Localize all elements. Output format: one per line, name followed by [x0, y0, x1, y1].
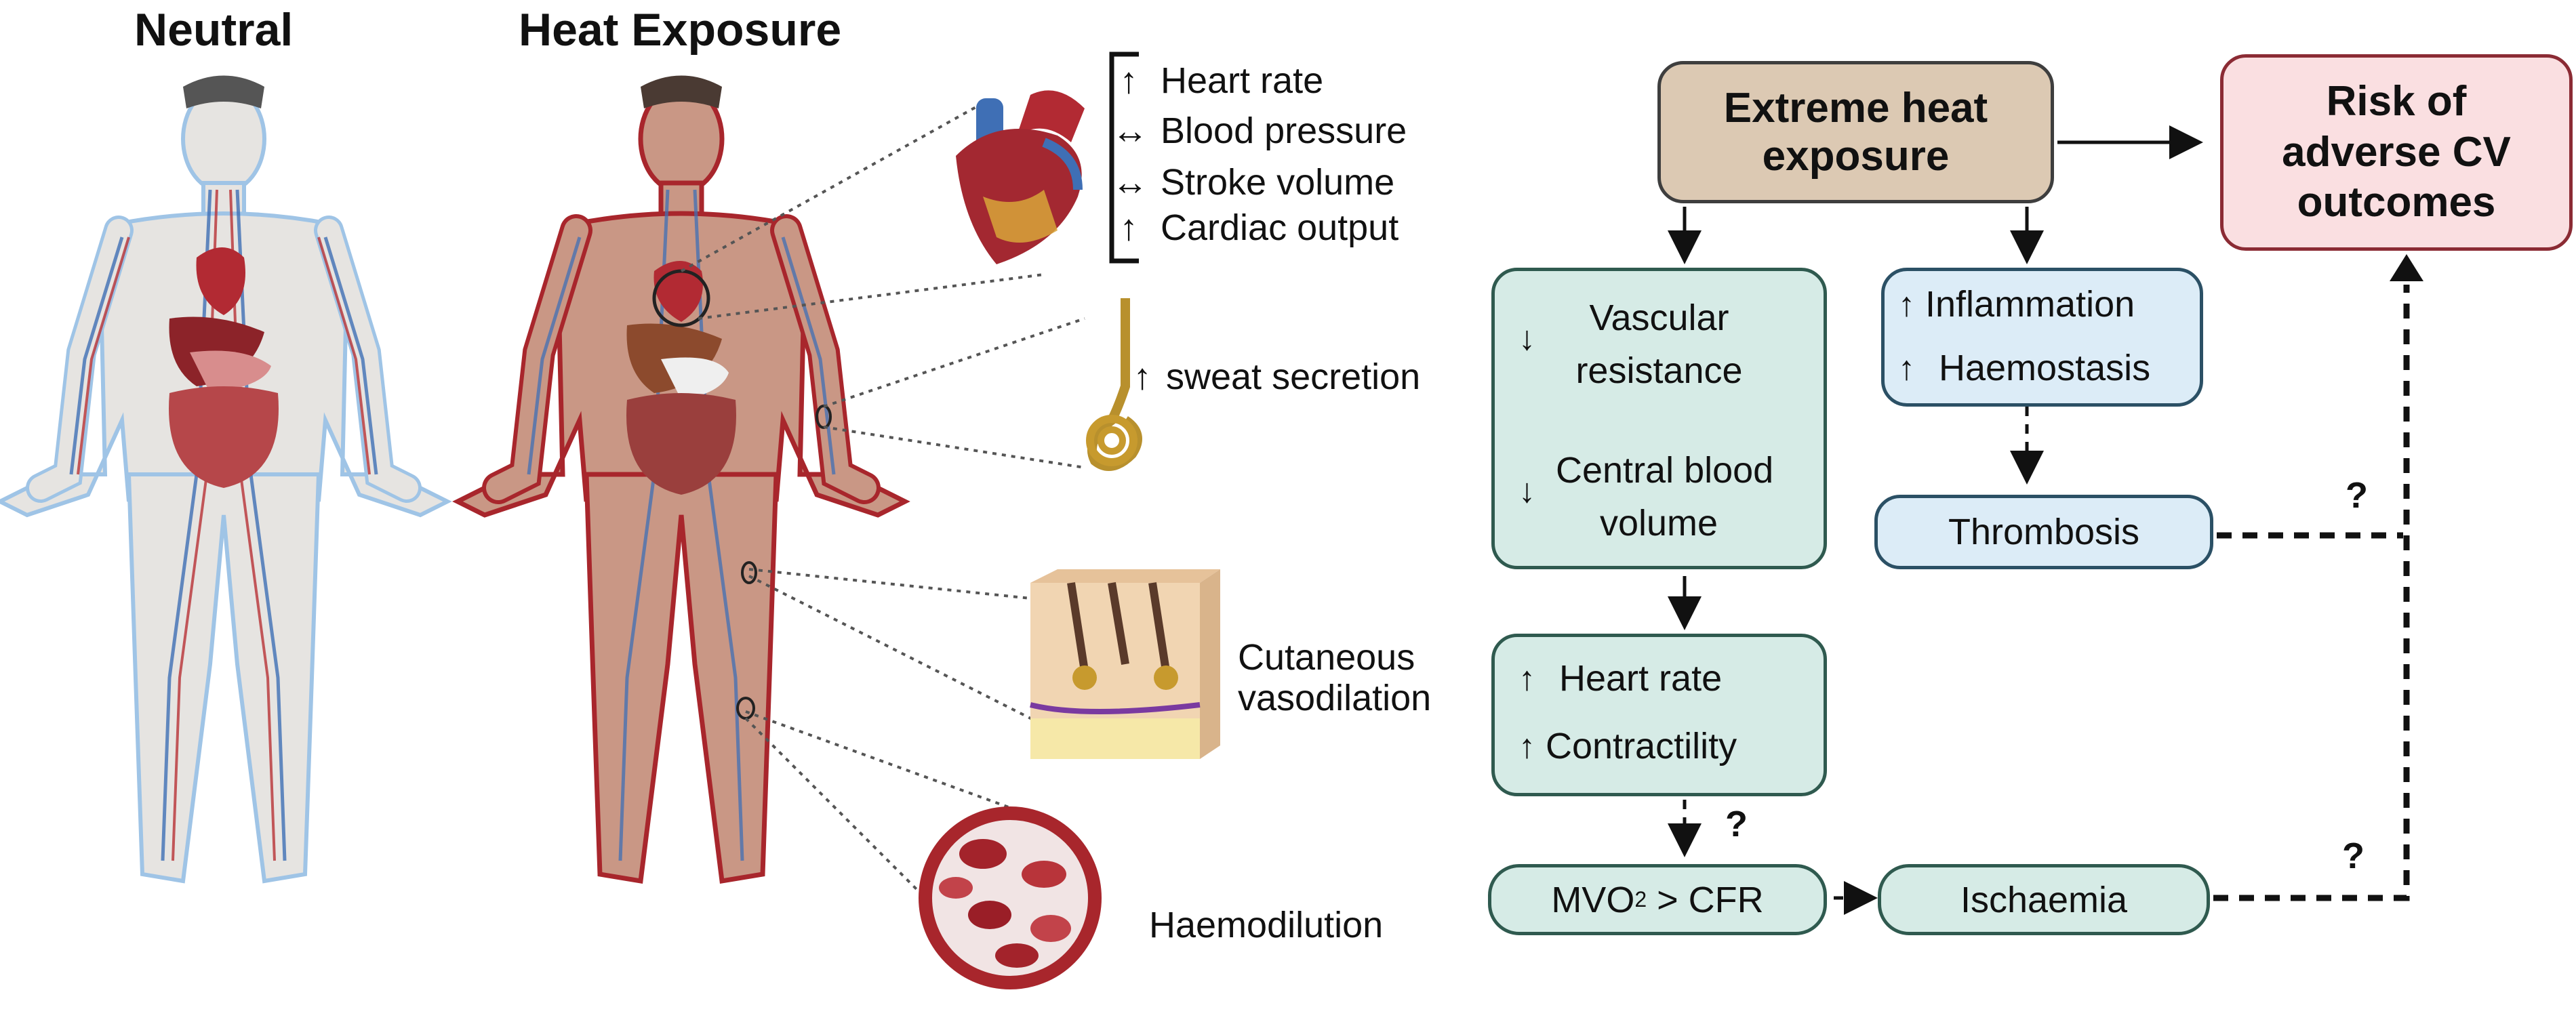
- vascular-box: ↓ Vascular resistance ↓ Central blood vo…: [1491, 268, 1827, 569]
- skin-illustration: [1030, 569, 1220, 759]
- heart-effect-label: Stroke volume: [1161, 162, 1395, 203]
- up-arrow-icon: ↑: [1518, 727, 1535, 765]
- heart-effect-row: ↑ Cardiac output: [1112, 207, 1399, 249]
- risk-cv-box: Risk of adverse CV outcomes: [2220, 54, 2573, 251]
- heart-bracket: [1109, 52, 1139, 264]
- callout-lines: [681, 104, 1085, 937]
- question-mark: ?: [2342, 836, 2364, 876]
- down-arrow-icon: ↓: [1518, 472, 1535, 510]
- cutaneous-label: Cutaneous vasodilation: [1238, 637, 1432, 719]
- heat-body-figure: [452, 75, 910, 884]
- down-arrow-icon: ↓: [1518, 319, 1535, 357]
- double-arrow-icon: ↔: [1112, 162, 1148, 203]
- up-arrow-icon: ↑: [1898, 349, 1915, 387]
- heart-effect-label: Blood pressure: [1161, 110, 1407, 151]
- sweat-gland-illustration: [1086, 298, 1142, 471]
- ischaemia-box: Ischaemia: [1878, 864, 2210, 935]
- up-arrow-icon: ↑: [1133, 356, 1152, 397]
- heart-effect-row: ↔ Blood pressure: [1112, 110, 1407, 152]
- up-arrow-icon: ↑: [1518, 659, 1535, 697]
- dashed-risk-paths: [2213, 285, 2410, 901]
- extreme-heat-box: Extreme heat exposure: [1657, 61, 2054, 203]
- thrombosis-box: Thrombosis: [1874, 495, 2213, 569]
- neutral-body-figure: [0, 75, 452, 884]
- haemodilution-label: Haemodilution: [1149, 905, 1384, 945]
- question-mark: ?: [2346, 475, 2368, 516]
- heart-effect-row: ↔ Stroke volume: [1112, 161, 1394, 203]
- flow-arrows: [1668, 125, 2203, 915]
- up-arrow-icon: ↑: [1119, 207, 1138, 248]
- heat-exposure-title: Heat Exposure: [519, 4, 842, 56]
- double-arrow-icon: ↔: [1112, 110, 1148, 151]
- up-arrow-icon: ↑: [1898, 285, 1915, 323]
- heart-effect-row: ↑ Heart rate: [1112, 60, 1324, 102]
- question-mark: ?: [1725, 804, 1748, 844]
- heart-rate-box: ↑ Heart rate ↑ Contractility: [1491, 634, 1827, 796]
- sweat-label: ↑ sweat secretion: [1125, 356, 1421, 398]
- inflammation-box: ↑ Inflammation ↑ Haemostasis: [1881, 268, 2203, 407]
- heart-illustration: [956, 90, 1085, 264]
- neutral-title: Neutral: [134, 4, 294, 56]
- heart-effect-label: Cardiac output: [1161, 207, 1399, 248]
- blood-vessel-illustration: [919, 806, 1102, 989]
- heart-effect-label: Heart rate: [1161, 60, 1324, 101]
- up-arrow-icon: ↑: [1119, 60, 1138, 101]
